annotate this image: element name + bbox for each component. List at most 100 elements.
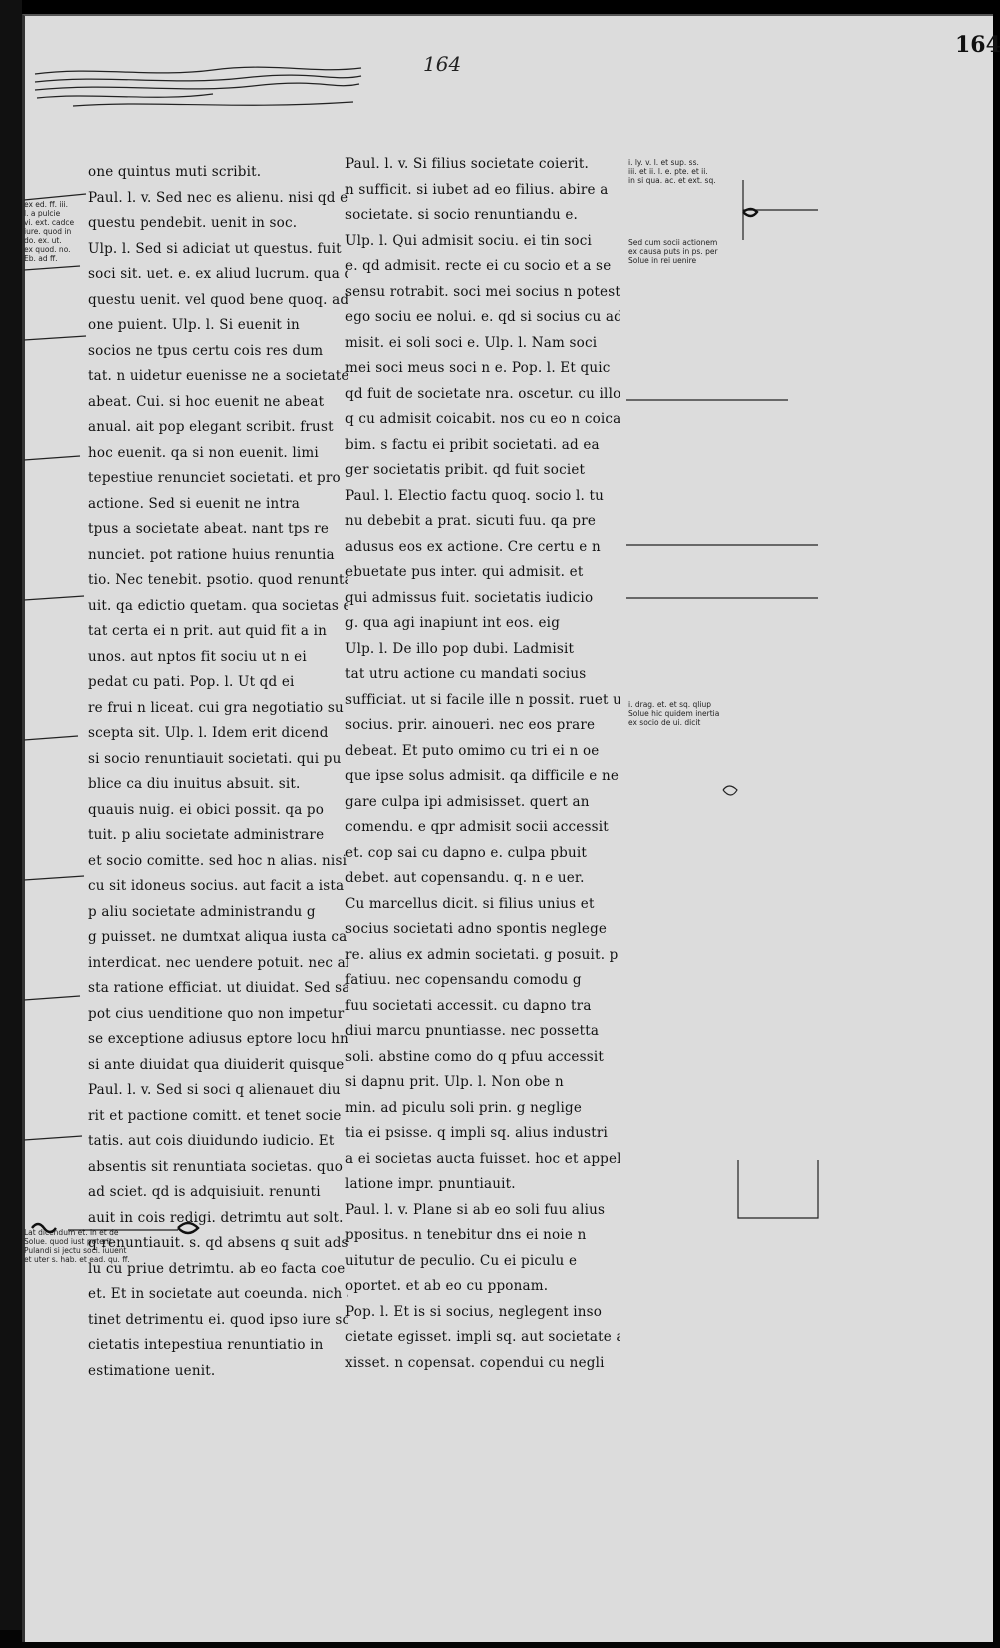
- text-line: rit et pactione comitt. et tenet socie: [88, 1107, 342, 1124]
- text-line: re frui n liceat. cui gra negotiatio su: [88, 699, 344, 716]
- text-line: qui admissus fuit. societatis iudicio: [345, 589, 594, 606]
- text-line: Paul. l. Electio factu quoq. socio l. tu: [345, 487, 604, 504]
- text-line: unos. aut nptos fit sociu ut n ei: [88, 648, 307, 665]
- text-line: tinet detrimentu ei. quod ipso iure so: [88, 1311, 348, 1328]
- gloss-line: iure. quod in: [24, 227, 72, 236]
- gloss-line: iii. et ii. l. e. pte. et ii.: [628, 167, 708, 176]
- book-binding-edge: [0, 0, 22, 1648]
- manuscript-page: 164 164: [22, 14, 1000, 1642]
- text-column-left: one quintus muti scribit. Paul. l. v. Sed…: [88, 160, 348, 1384]
- gloss-line: in si qua. ac. et ext. sq.: [628, 176, 716, 185]
- text-line: pedat cu pati. Pop. l. Ut qd ei: [88, 674, 295, 690]
- text-line: sensu rotrabit. soci mei socius n potest…: [345, 283, 620, 300]
- text-line: nunciet. pot ratione huius renuntia: [88, 546, 335, 563]
- text-line: Ulp. l. Sed si adiciat ut questus. fuit: [88, 240, 342, 257]
- text-line: min. ad piculu soli prin. g neglige: [345, 1099, 583, 1116]
- text-line: se exceptione adiusus eptore locu hnt: [88, 1031, 348, 1047]
- text-line: sufficiat. ut si facile ille n possit. r…: [345, 691, 620, 708]
- text-line: estimatione uenit.: [88, 1362, 216, 1379]
- text-line: socius. prir. ainoueri. nec eos prare: [345, 717, 596, 733]
- text-line: anual. ait pop elegant scribit. frust: [88, 419, 334, 435]
- text-line: questu pendebit. uenit in soc.: [88, 215, 298, 231]
- text-line: uit. qa edictio quetam. qua societas e: [88, 597, 348, 614]
- text-line: Ulp. l. Qui admisit sociu. ei tin soci: [345, 232, 593, 249]
- text-line: societate. si socio renuntiandu e.: [345, 207, 579, 223]
- text-line: ebuetate pus inter. qui admisit. et: [345, 564, 584, 580]
- text-line: hoc euenit. qa si non euenit. limi: [88, 444, 319, 461]
- text-line: tio. Nec tenebit. psotio. quod renunta: [88, 572, 348, 588]
- text-line: et. Et in societate aut coeunda. nich at: [88, 1286, 348, 1302]
- text-line: q cu admisit coicabit. nos cu eo n coica: [345, 411, 620, 427]
- text-line: re. alius ex admin societati. g posuit. …: [345, 946, 619, 963]
- text-line: Paul. l. v. Sed si soci q alienauet diu: [88, 1082, 341, 1098]
- text-line: actione. Sed si euenit ne intra: [88, 495, 300, 512]
- gloss-line: et uter s. hab. et ead. qu. ff.: [24, 1255, 130, 1264]
- gloss-line: i. ly. v. l. et sup. ss.: [628, 158, 699, 167]
- text-line: et. cop sai cu dapno e. culpa pbuit: [345, 844, 588, 861]
- text-line: p aliu societate administrandu g: [88, 903, 316, 920]
- text-column-right: Paul. l. v. Si filius societate coierit.…: [345, 152, 620, 1376]
- gloss-line: Lat dicendum et. in et de: [24, 1228, 119, 1237]
- text-line: Paul. l. v. Plane si ab eo soli fuu aliu…: [345, 1201, 606, 1218]
- text-line: uitutur de peculio. Cu ei piculu e: [345, 1252, 578, 1269]
- gloss-line: Pulandi si jectu soci. iuuent: [24, 1246, 127, 1255]
- right-margin-annotation-marks: [626, 180, 819, 1219]
- text-line: tatis. aut cois diuidundo iudicio. Et: [88, 1133, 335, 1149]
- text-line: xisset. n copensat. copendui cu negli: [345, 1354, 605, 1371]
- text-line: debet. aut copensandu. q. n e uer.: [345, 870, 585, 886]
- text-line: misit. ei soli soci e. Ulp. l. Nam soci: [345, 334, 598, 351]
- text-line: n sufficit. si iubet ad eo filius. abire…: [345, 181, 609, 198]
- gloss-line: i. drag. et. et sq. qliup: [628, 700, 711, 709]
- text-line: questu uenit. vel quod bene quoq. adicit…: [88, 291, 348, 308]
- text-line: si dapnu prit. Ulp. l. Non obe n: [345, 1074, 564, 1090]
- text-line: abeat. Cui. si hoc euenit ne abeat: [88, 393, 325, 410]
- text-line: si socio renuntiauit societati. qui pu: [88, 750, 342, 767]
- text-line: et socio comitte. sed hoc n alias. nisi: [88, 852, 348, 869]
- text-line: quauis nuig. ei obici possit. qa po: [88, 801, 325, 818]
- gloss-line: Solue. quod iust poterit: [24, 1237, 112, 1246]
- text-line: que ipse solus admisit. qa difficile e n…: [345, 768, 620, 784]
- text-line: ger societatis pribit. qd fuit societ: [345, 462, 586, 478]
- text-line: tuit. p aliu societate administrare: [88, 827, 325, 843]
- gloss-line: do. ex. ut.: [24, 236, 62, 245]
- text-line: cietatis intepestiua renuntiatio in: [88, 1337, 324, 1353]
- text-line: cu sit idoneus socius. aut facit a ista: [88, 878, 345, 894]
- text-line: ppositus. n tenebitur dns ei noie n: [345, 1227, 587, 1243]
- text-line: soci sit. uet. e. ex aliud lucrum. qua q…: [88, 266, 348, 282]
- text-line: Cu marcellus dicit. si filius unius et: [345, 895, 595, 912]
- text-line: tpus a societate abeat. nant tps re: [88, 521, 330, 537]
- text-line: q renuntiauit. s. qd absens q suit adso: [88, 1235, 348, 1251]
- text-line: one quintus muti scribit.: [88, 164, 262, 180]
- text-line: fatiuu. nec copensandu comodu g: [345, 972, 582, 988]
- gloss-line: ex quod. no.: [24, 245, 71, 254]
- text-line: Pop. l. Et is si socius, neglegent inso: [345, 1303, 603, 1320]
- gloss-line: ex ed. ff. iii.: [24, 200, 69, 209]
- text-line: absentis sit renuntiata societas. quo: [88, 1158, 344, 1175]
- folio-number-top: 164: [423, 52, 462, 76]
- gloss-line: Eb. ad ff.: [24, 254, 58, 263]
- text-line: qd fuit de societate nra. oscetur. cu il…: [345, 385, 620, 402]
- gloss-line: vi. ext. cadce: [24, 218, 75, 227]
- text-line: soli. abstine como do q pfuu accessit: [345, 1048, 604, 1065]
- corner-page-number: 164: [955, 32, 1000, 58]
- text-line: pot cius uenditione quo non impetur: [88, 1005, 345, 1022]
- text-line: scepta sit. Ulp. l. Idem erit dicend: [88, 725, 329, 741]
- text-line: one puient. Ulp. l. Si euenit in: [88, 317, 300, 333]
- left-margin-annotation-marks: [23, 193, 87, 1141]
- gloss-right-top: i. ly. v. l. et sup. ss.iii. et ii. l. e…: [628, 158, 838, 185]
- text-line: fuu societati accessit. cu dapno tra: [345, 997, 592, 1014]
- text-line: auit in cois redigi. detrimtu aut solt. …: [88, 1209, 348, 1226]
- text-line: tat utru actione cu mandati socius: [345, 666, 587, 682]
- text-line: tepestiue renunciet societati. et pro: [88, 470, 341, 486]
- header-annotation-scribble: [34, 66, 362, 107]
- text-line: tat certa ei n prit. aut quid fit a in: [88, 623, 327, 639]
- text-line: lu cu priue detrimtu. ab eo facta coe: [88, 1260, 346, 1277]
- text-line: tat. n uidetur euenisse ne a societate: [88, 368, 348, 384]
- text-line: ad sciet. qd is adquisiuit. renunti: [88, 1184, 321, 1200]
- gloss-line: l. a pulcie: [24, 209, 61, 218]
- text-line: tia ei psisse. q impli sq. alius industr…: [345, 1125, 609, 1141]
